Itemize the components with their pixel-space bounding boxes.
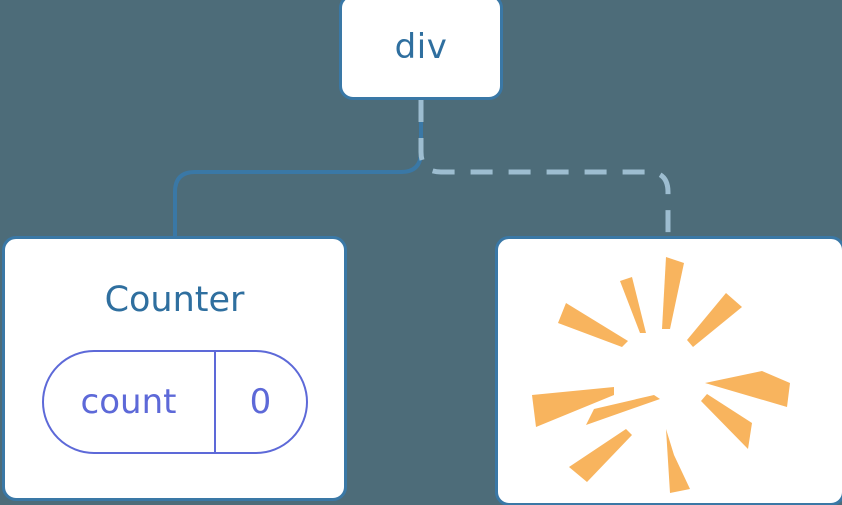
- sparkle-ray: [705, 371, 790, 407]
- node-counter-title: Counter: [104, 280, 245, 320]
- node-div[interactable]: div: [339, 0, 503, 100]
- sparkle-ray: [532, 387, 614, 427]
- node-counter[interactable]: Counter count 0: [2, 236, 347, 501]
- node-effect[interactable]: [495, 236, 842, 505]
- state-pill-divider: [213, 352, 216, 452]
- sparkle-ray: [586, 395, 660, 425]
- state-pill[interactable]: count 0: [41, 350, 308, 454]
- sparkle-ray: [666, 429, 690, 493]
- sparkle-ray: [558, 303, 628, 347]
- sparkle-ray: [620, 277, 646, 333]
- node-div-label: div: [394, 27, 448, 67]
- sparkle-ray: [701, 394, 752, 449]
- edge-div-to-effect: [418, 100, 671, 238]
- state-value-label: 0: [249, 382, 272, 422]
- state-key-label: count: [80, 382, 177, 422]
- edge-div-to-counter: [173, 100, 423, 238]
- sparkle-ray: [687, 293, 742, 347]
- sparkle-ray: [569, 429, 632, 482]
- sparkle-burst-icon: [532, 257, 790, 493]
- sparkle-ray: [662, 257, 684, 329]
